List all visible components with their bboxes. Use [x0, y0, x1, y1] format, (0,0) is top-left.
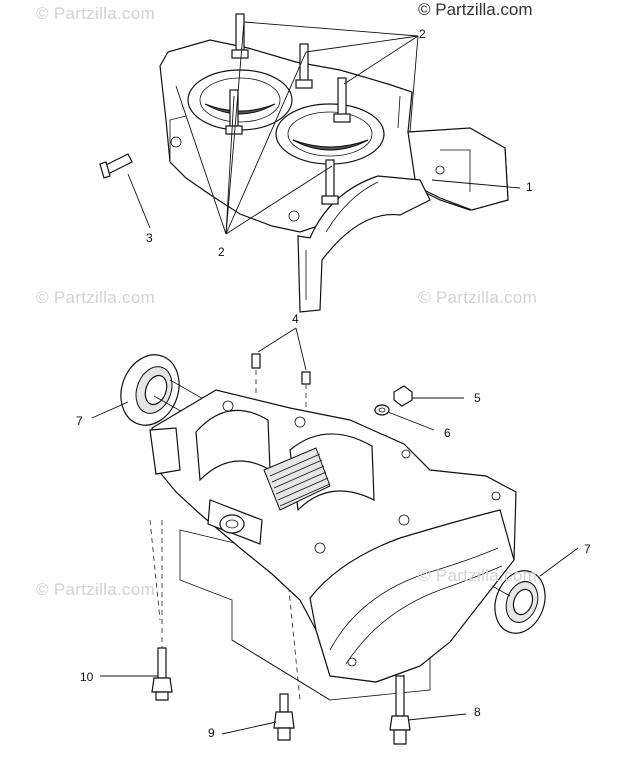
callout-4: 4: [292, 312, 299, 326]
callout-5: 5: [474, 391, 481, 405]
callout-3: 3: [146, 231, 153, 245]
upper-crankcase-drawing: [159, 13, 509, 313]
watermark-faint-1: © Partzilla.com: [36, 4, 156, 23]
bolt-drawing-10: [100, 520, 173, 701]
watermark-faint-2: © Partzilla.com: [36, 288, 156, 307]
callout-7-right: 7: [584, 542, 591, 556]
ribs: [269, 453, 331, 507]
callout-10: 10: [80, 670, 94, 684]
callout-2-leaders: [175, 21, 419, 235]
oil-seal-left-drawing: [91, 354, 180, 426]
crankcase-stud-drawing: [225, 13, 351, 205]
bolt-drawing-8: [389, 675, 467, 745]
watermark-brand-top: © Partzilla.com: [418, 0, 533, 19]
nut-washer-drawing: [374, 385, 464, 431]
watermark-faint-5: © Partzilla.com: [418, 566, 538, 585]
callout-8: 8: [474, 705, 481, 719]
watermark-faint-3: © Partzilla.com: [418, 288, 538, 307]
lower-crankcase-drawing: [149, 389, 517, 701]
callout-6: 6: [444, 426, 451, 440]
callout-9: 9: [208, 726, 215, 740]
callout-2-top: 2: [419, 27, 426, 41]
oil-seal-right-drawing: [494, 547, 579, 634]
callout-1-leader: [431, 179, 521, 189]
callout-1: 1: [526, 180, 533, 194]
bolt-drawing-3: [99, 153, 151, 229]
watermark-faint-4: © Partzilla.com: [36, 580, 156, 599]
dowel-pin-drawing: [251, 327, 311, 408]
callout-7-left: 7: [76, 414, 83, 428]
bolt-drawing-9: [221, 693, 295, 741]
callout-2: 2: [218, 245, 225, 259]
